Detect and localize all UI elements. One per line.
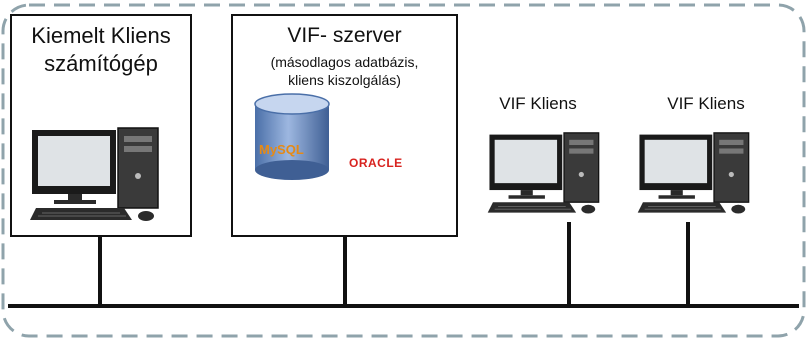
desktop-computer-icon [637, 132, 750, 214]
featured-client-box: Kiemelt Kliens számítógép [10, 14, 192, 237]
desktop-computer-icon [30, 127, 159, 221]
network-bus-line [8, 304, 799, 308]
vif-client-1-label: VIF Kliens [499, 94, 577, 113]
vif-server-subtitle-line2: kliens kiszolgálás) [288, 72, 401, 88]
oracle-logo: ORACLE [349, 156, 403, 170]
desktop-computer-icon [487, 132, 600, 214]
mysql-logo: MySQL [259, 142, 304, 157]
database-cylinder-icon [254, 93, 330, 180]
featured-client-connector [98, 237, 102, 307]
vif-server-title: VIF- szerver [287, 24, 402, 47]
vif-client-1-connector [567, 222, 571, 307]
vif-server-box: VIF- szerver (másodlagos adatbázis, klie… [231, 14, 458, 237]
vif-client-2-label: VIF Kliens [667, 94, 745, 113]
vif-server-subtitle-line1: (másodlagos adatbázis, [270, 54, 419, 70]
featured-client-title: Kiemelt Kliens számítógép [31, 23, 171, 76]
vif-client-2-connector [686, 222, 690, 307]
vif-server-connector [343, 237, 347, 307]
